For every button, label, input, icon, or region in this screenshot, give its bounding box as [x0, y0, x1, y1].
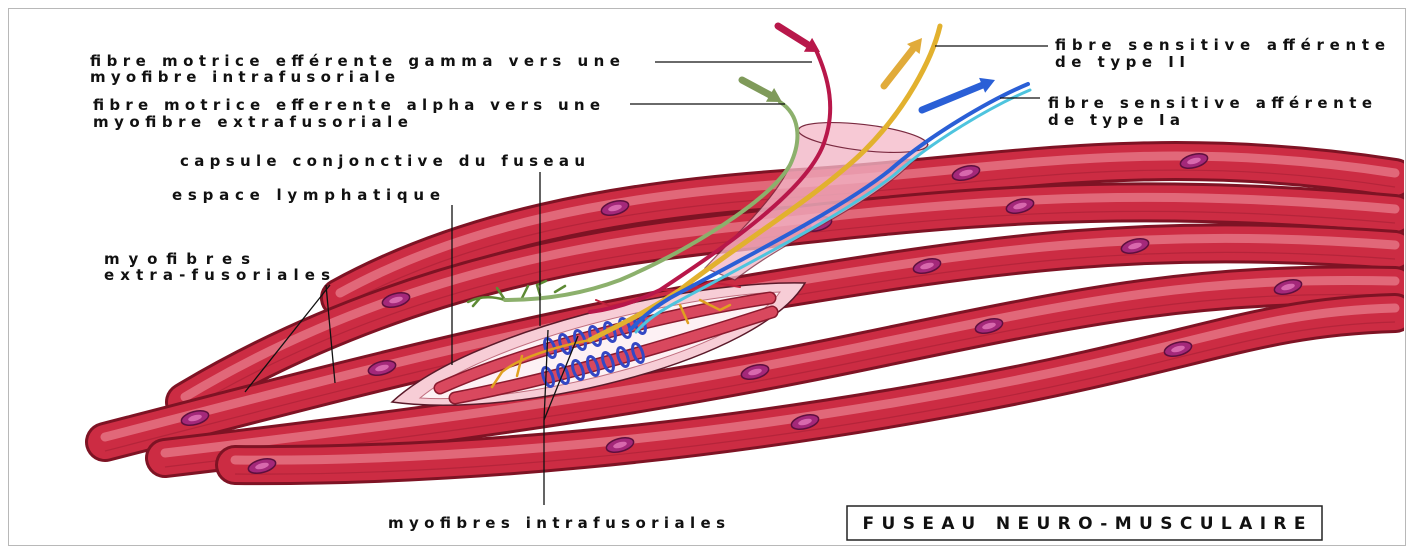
label-gamma-line2: myofibre intrafusoriale — [90, 68, 395, 86]
label-alpha-line1: fibre motrice efferente alpha vers une — [93, 96, 600, 114]
label-lymphatic-space: espace lymphatique — [172, 186, 440, 204]
title-box: FUSEAU NEURO-MUSCULAIRE — [847, 506, 1322, 540]
label-gamma-line1: fibre motrice efférente gamma vers une — [90, 52, 620, 70]
diagram-title: FUSEAU NEURO-MUSCULAIRE — [863, 514, 1306, 534]
